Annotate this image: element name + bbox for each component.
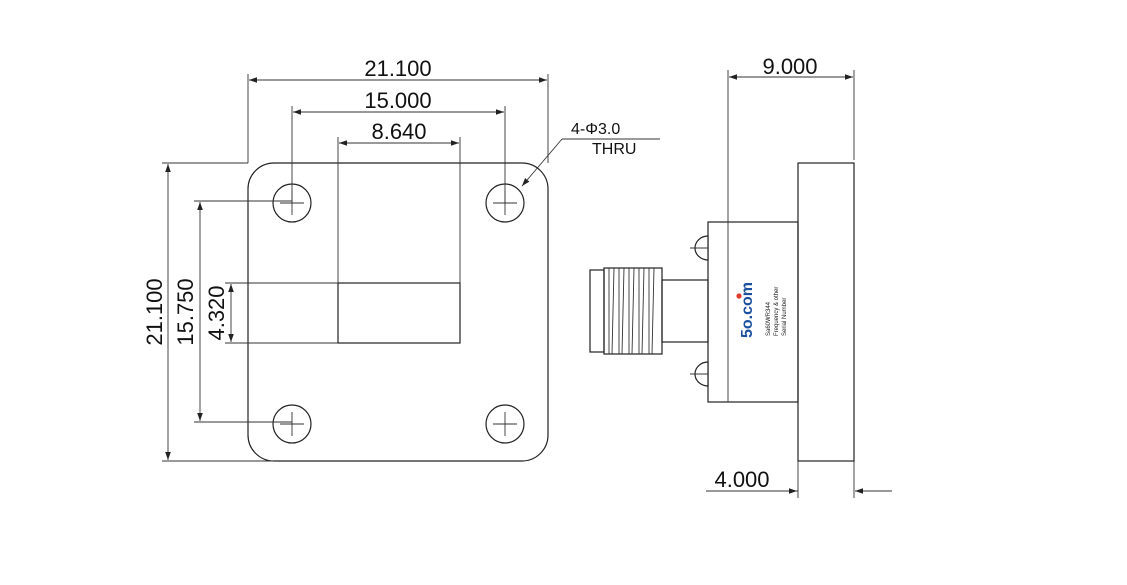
label-line1: Sa60WR344 bbox=[766, 301, 772, 336]
brand-text: 5o.com bbox=[739, 282, 756, 338]
hole-callout-line2: THRU bbox=[592, 141, 636, 158]
dim-flange-thickness: 4.000 bbox=[706, 461, 892, 498]
side-view: 5o.com Sa60WR344 Frequency & other Seria… bbox=[589, 54, 892, 498]
dim-overall-height: 21.100 bbox=[142, 162, 274, 462]
dim-side-length: 9.000 bbox=[727, 54, 855, 222]
hole-callout-line1: 4-Φ3.0 bbox=[571, 121, 620, 138]
front-view: 21.100 15.000 8.640 21.100 15.7 bbox=[142, 56, 660, 462]
dim-side-length-text: 9.000 bbox=[762, 54, 817, 79]
dim-hole-spacing-horizontal-text: 15.000 bbox=[364, 88, 431, 113]
connector-shank bbox=[661, 279, 709, 343]
product-label: Sa60WR344 Frequency & other Serial Numbe… bbox=[766, 287, 788, 336]
dim-overall-height-text: 21.100 bbox=[142, 278, 167, 345]
dim-aperture-height-text: 4.320 bbox=[204, 285, 229, 340]
dim-hole-spacing-vertical-text: 15.750 bbox=[173, 278, 198, 345]
dim-aperture-height: 4.320 bbox=[204, 282, 338, 344]
dim-aperture-width: 8.640 bbox=[337, 119, 461, 283]
dim-overall-width-text: 21.100 bbox=[364, 56, 431, 81]
mounting-hole-bottom-right bbox=[485, 404, 525, 444]
dim-flange-thickness-text: 4.000 bbox=[714, 467, 769, 492]
label-line3: Serial Number bbox=[782, 298, 788, 336]
side-flange bbox=[797, 162, 855, 462]
label-line2: Frequency & other bbox=[774, 287, 780, 336]
connector-thread bbox=[589, 267, 663, 355]
brand-logo: 5o.com bbox=[736, 282, 756, 338]
dim-hole-spacing-horizontal: 15.000 bbox=[291, 88, 506, 203]
mounting-hole-bottom-left bbox=[272, 404, 312, 444]
flange-outline bbox=[247, 162, 549, 462]
screw-head-bottom bbox=[690, 361, 709, 387]
hole-callout: 4-Φ3.0 THRU bbox=[521, 121, 660, 187]
aperture bbox=[337, 282, 461, 344]
dim-aperture-width-text: 8.640 bbox=[371, 119, 426, 144]
dim-hole-spacing-vertical: 15.750 bbox=[173, 200, 292, 423]
dim-overall-width: 21.100 bbox=[247, 56, 549, 163]
screw-head-top bbox=[690, 235, 709, 261]
